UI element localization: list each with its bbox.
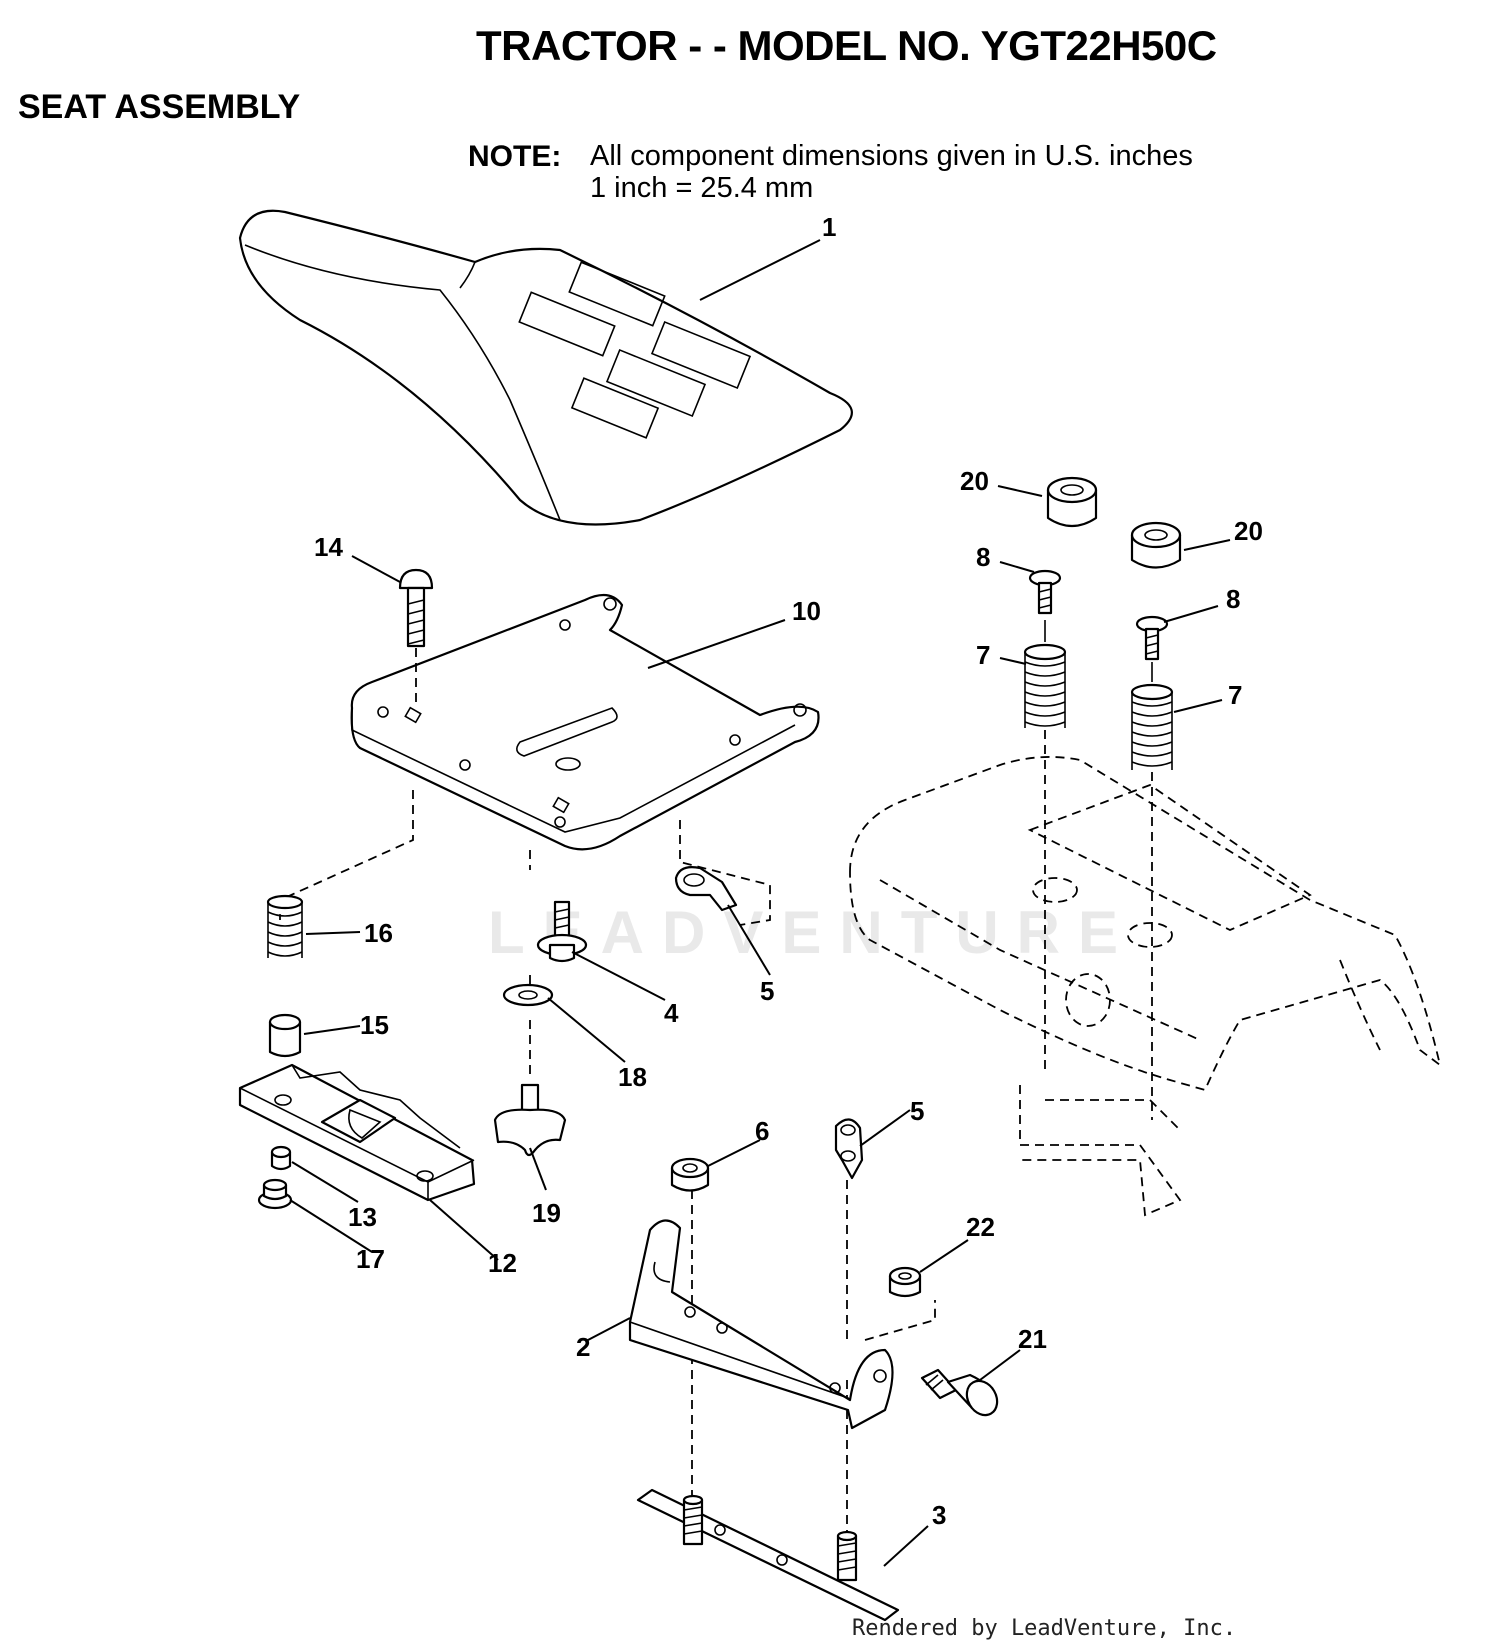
callout-22: 22 <box>966 1212 995 1242</box>
part-spring-small <box>266 894 304 958</box>
assembly-centerlines <box>279 648 1153 1535</box>
callout-20-left: 20 <box>960 466 989 496</box>
page-title: TRACTOR - - MODEL NO. YGT22H50C <box>476 22 1217 69</box>
callout-4: 4 <box>664 998 679 1028</box>
fender-outline <box>849 756 1442 1217</box>
part-seat-pan <box>350 593 820 851</box>
callout-18: 18 <box>618 1062 647 1092</box>
part-flange-nut <box>257 1178 293 1210</box>
callout-19: 19 <box>532 1198 561 1228</box>
callout-10: 10 <box>792 596 821 626</box>
watermark: LEADVENTURE <box>488 899 1137 966</box>
part-slide-bracket <box>238 1063 476 1202</box>
part-hex-nut <box>670 1157 710 1192</box>
part-base-plate <box>636 1488 900 1622</box>
callout-21: 21 <box>1018 1324 1047 1354</box>
callout-5-lower: 5 <box>910 1096 924 1126</box>
part-spring-right <box>1130 662 1174 770</box>
callout-1: 1 <box>822 212 836 242</box>
callout-7-left: 7 <box>976 640 990 670</box>
part-spacer-right <box>1130 521 1182 569</box>
callout-2: 2 <box>576 1332 590 1362</box>
part-flange-bolt-right <box>1135 615 1169 661</box>
part-knob <box>493 1083 567 1157</box>
callout-20-right: 20 <box>1234 516 1263 546</box>
callout-labels: 1 10 14 20 20 8 8 7 7 16 15 4 5 18 19 6 … <box>314 212 1263 1530</box>
part-bushing <box>268 1013 302 1058</box>
part-seat-bracket <box>628 1219 894 1430</box>
callout-17: 17 <box>356 1244 385 1274</box>
part-washer <box>502 983 554 1007</box>
callout-14: 14 <box>314 532 343 562</box>
part-spring-left <box>1023 620 1067 728</box>
callout-16: 16 <box>364 918 393 948</box>
part-hex-bolt <box>920 1368 999 1417</box>
part-spacer-left <box>1046 476 1098 528</box>
part-nut-22 <box>888 1266 922 1298</box>
section-title: SEAT ASSEMBLY <box>18 88 301 126</box>
part-shoulder-bolt <box>536 900 588 963</box>
callout-3: 3 <box>932 1500 946 1530</box>
callout-7-right: 7 <box>1228 680 1242 710</box>
callout-6: 6 <box>755 1116 769 1146</box>
note-label: NOTE: <box>468 140 562 173</box>
callout-12: 12 <box>488 1248 517 1278</box>
callout-13: 13 <box>348 1202 377 1232</box>
callout-15: 15 <box>360 1010 389 1040</box>
part-clip-lower <box>834 1118 864 1180</box>
callout-leaders <box>289 239 1231 1567</box>
callout-8-right: 8 <box>1226 584 1240 614</box>
part-carriage-bolt <box>398 568 434 648</box>
part-nut-small <box>270 1145 292 1171</box>
note-text-line2: 1 inch = 25.4 mm <box>590 172 814 204</box>
note-text-line1: All component dimensions given in U.S. i… <box>590 140 1193 172</box>
part-flange-bolt-left <box>1028 569 1062 615</box>
callout-5-upper: 5 <box>760 976 774 1006</box>
footer-credit: Rendered by LeadVenture, Inc. <box>852 1616 1237 1641</box>
part-seat <box>238 209 853 526</box>
callout-8-left: 8 <box>976 542 990 572</box>
